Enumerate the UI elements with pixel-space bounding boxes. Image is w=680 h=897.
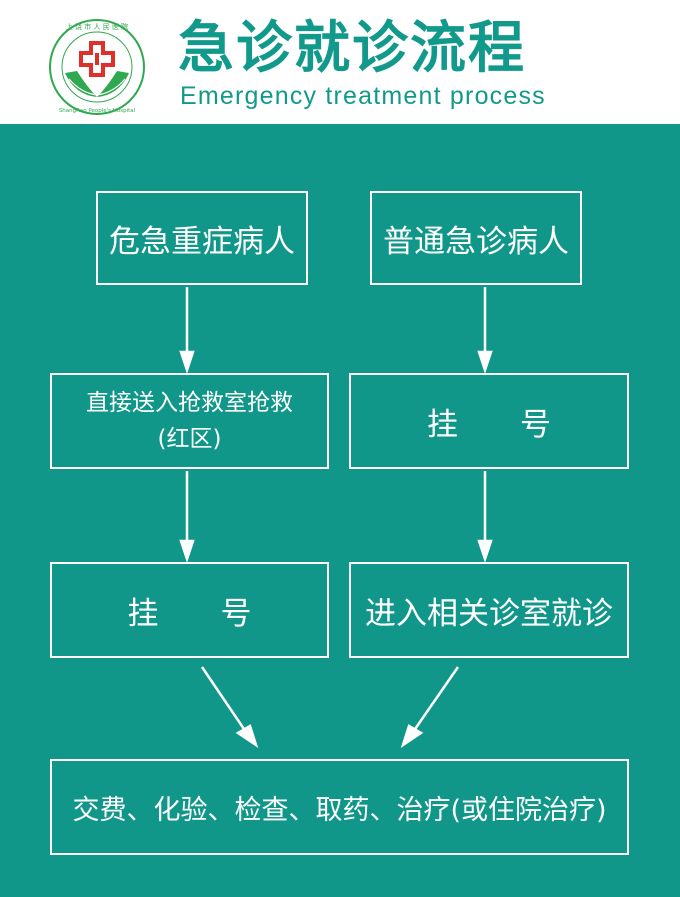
final-step-label: 交费、化验、检查、取药、治疗(或住院治疗) <box>72 794 607 826</box>
flowchart-panel <box>0 124 680 897</box>
general-patient-label: 普通急诊病人 <box>383 223 569 260</box>
enter-clinic-label: 进入相关诊室就诊 <box>365 595 613 632</box>
final-step-box: 交费、化验、检查、取药、治疗(或住院治疗) <box>50 759 629 855</box>
enter-clinic-box: 进入相关诊室就诊 <box>349 562 629 658</box>
red-zone-label: (红区) <box>157 426 222 452</box>
register-box-left: 挂 号 <box>50 562 329 658</box>
page-subtitle: Emergency treatment process <box>180 82 546 110</box>
page-title: 急诊就诊流程 <box>178 16 526 81</box>
svg-text:ShangRao People's Hospital: ShangRao People's Hospital <box>59 108 136 114</box>
register-box-right: 挂 号 <box>349 373 629 469</box>
hospital-logo: 上 饶 市 人 民 医 院 ShangRao People's Hospital <box>49 19 145 115</box>
arrow-register-to-clinic <box>477 471 493 563</box>
arrow-register-to-final <box>200 666 259 749</box>
arrow-clinic-to-final <box>400 666 460 749</box>
register-label-left: 挂 号 <box>127 595 252 632</box>
svg-text:上 饶 市 人 民 医 院: 上 饶 市 人 民 医 院 <box>66 22 128 31</box>
arrow-general-to-register <box>477 287 493 374</box>
rescue-room-label: 直接送入抢救室抢救 <box>86 390 293 416</box>
register-label-right: 挂 号 <box>427 406 551 443</box>
general-patient-box: 普通急诊病人 <box>370 191 582 285</box>
critical-patient-label: 危急重症病人 <box>109 223 295 260</box>
rescue-room-box: 直接送入抢救室抢救 (红区) <box>50 373 329 469</box>
header: 上 饶 市 人 民 医 院 ShangRao People's Hospital… <box>0 0 680 124</box>
critical-patient-box: 危急重症病人 <box>96 191 308 285</box>
arrow-critical-to-rescue <box>179 287 195 374</box>
arrow-rescue-to-register <box>179 471 195 563</box>
